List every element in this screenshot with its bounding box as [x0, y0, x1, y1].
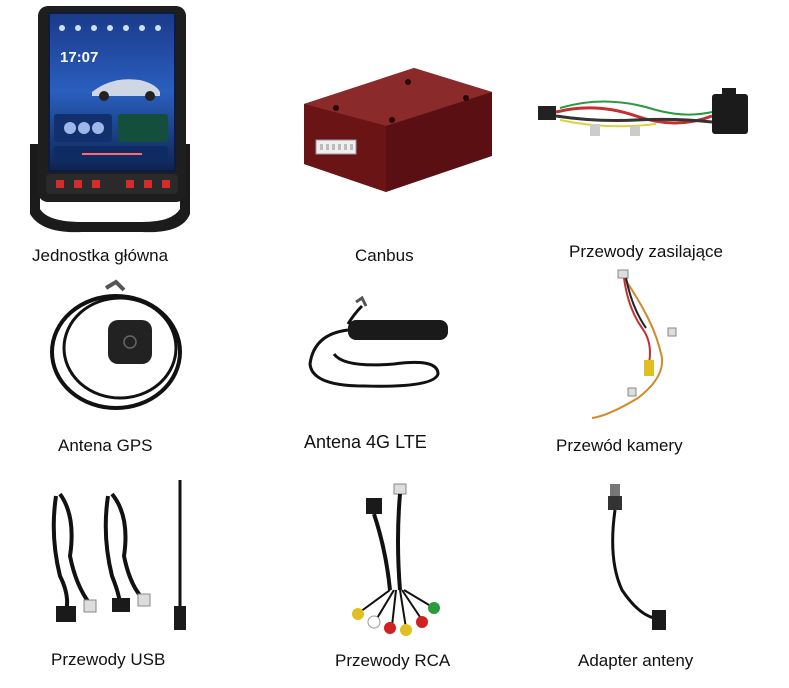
rca-cables-image — [352, 483, 440, 636]
item-label-rca-cables: Przewody RCA — [335, 651, 451, 670]
item-label-head-unit: Jednostka główna — [32, 246, 169, 265]
head-unit-image: 17:07 — [30, 6, 190, 233]
item-label-gps-antenna: Antena GPS — [58, 436, 153, 455]
camera-cable-image — [591, 269, 677, 419]
gps-antenna-image — [50, 279, 182, 410]
canbus-image — [304, 68, 492, 192]
item-label-camera-cable: Przewód kamery — [556, 436, 683, 455]
item-label-canbus: Canbus — [355, 246, 414, 265]
item-label-usb-cables: Przewody USB — [51, 650, 166, 669]
item-label-power-cables: Przewody zasilające — [569, 242, 724, 261]
antenna-adapter-image — [608, 484, 666, 630]
lte-antenna-image — [308, 295, 448, 388]
item-label-lte-antenna: Antena 4G LTE — [304, 432, 427, 452]
power-harness-image — [538, 88, 748, 136]
screen-clock: 17:07 — [60, 49, 98, 66]
item-label-antenna-adapter: Adapter anteny — [578, 651, 694, 670]
usb-cables-image — [51, 480, 186, 630]
